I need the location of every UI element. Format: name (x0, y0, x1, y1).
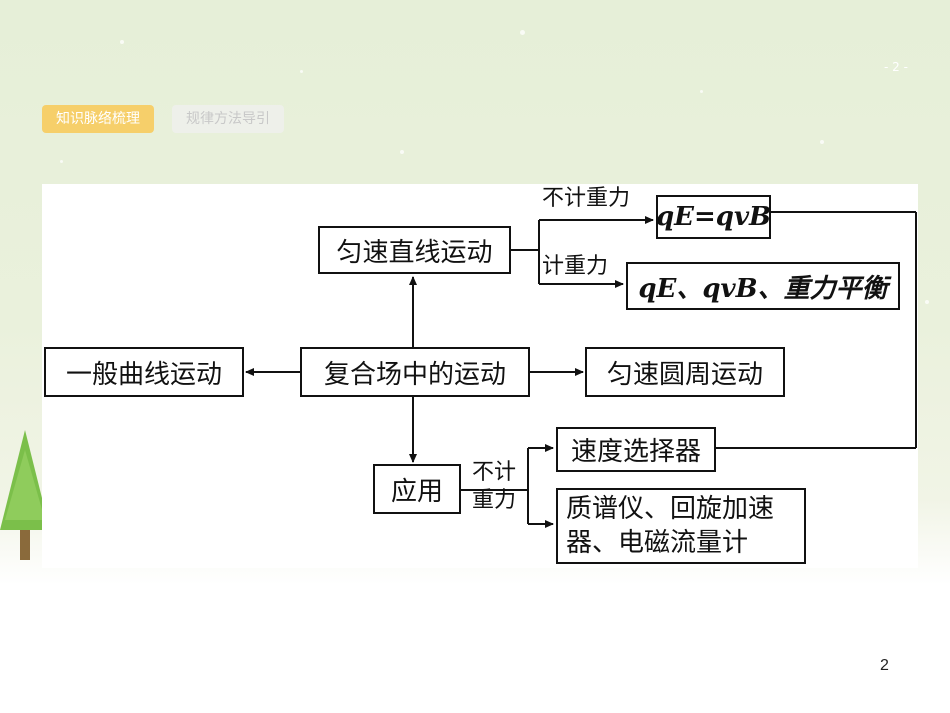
box-balance-with-gravity: qE、qvB、重力平衡 (626, 262, 900, 310)
snow-dot (120, 40, 124, 44)
diagram-connectors (245, 211, 917, 528)
label-no-gravity-bottom-line1: 不计 (472, 460, 517, 485)
snow-dot (60, 160, 63, 163)
label-with-gravity: 计重力 (542, 254, 609, 279)
snow-dot (520, 30, 525, 35)
snow-dot (925, 300, 929, 304)
diagram-panel: 复合场中的运动 一般曲线运动 匀速圆周运动 匀速直线运动 应用 不计重力 qE=… (42, 184, 918, 568)
center-box-compound-field-motion: 复合场中的运动 (300, 347, 530, 397)
box-mass-spectrometer-cyclotron-flowmeter: 质谱仪、回旋加速器、电磁流量计 (556, 488, 806, 564)
page-number: 2 (880, 657, 889, 674)
right-box-uniform-circular-motion: 匀速圆周运动 (585, 347, 785, 397)
left-box-general-curve-motion: 一般曲线运动 (44, 347, 244, 397)
label-no-gravity-top: 不计重力 (542, 186, 631, 211)
snow-dot (700, 90, 703, 93)
tab-knowledge-outline[interactable]: 知识脉络梳理 (42, 105, 154, 133)
label-no-gravity-bottom-line2: 重力 (472, 488, 517, 513)
slide-number-top: - 2 - (884, 60, 908, 74)
top-box-uniform-linear-motion: 匀速直线运动 (318, 226, 511, 274)
box-force-balance-qe-qvb: qE=qvB (656, 195, 771, 239)
snow-dot (820, 140, 824, 144)
tab-method-guide[interactable]: 规律方法导引 (172, 105, 284, 133)
tree-decoration (0, 430, 50, 560)
box-velocity-selector: 速度选择器 (556, 427, 716, 472)
snow-dot (400, 150, 404, 154)
snow-dot (300, 70, 303, 73)
bottom-box-application: 应用 (373, 464, 461, 514)
